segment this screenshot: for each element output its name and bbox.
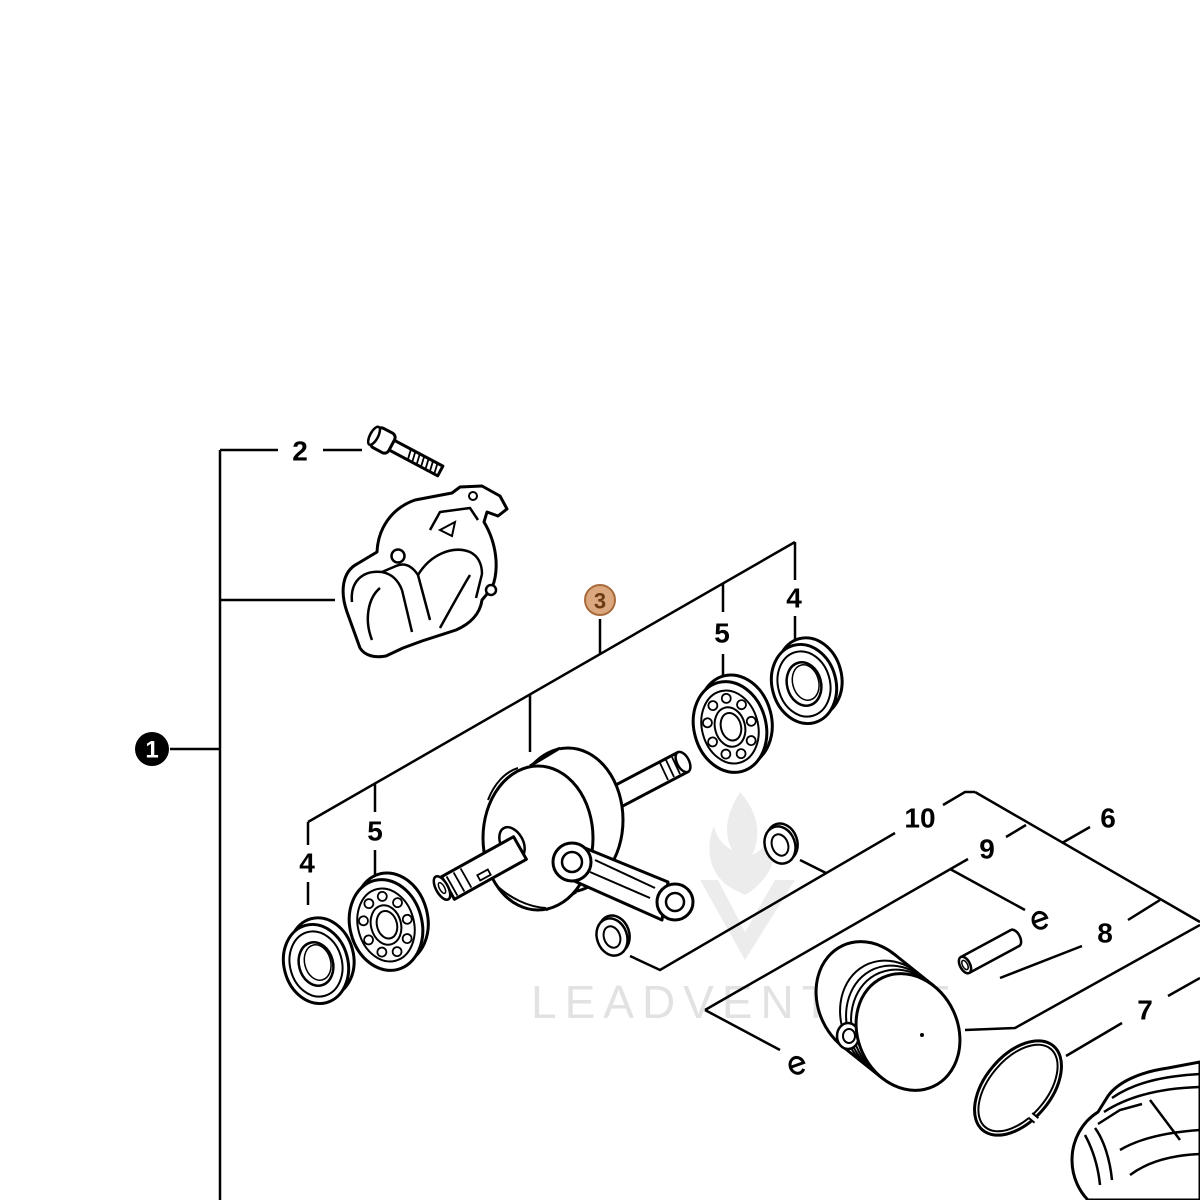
callout-9[interactable]: 9: [979, 834, 995, 865]
callout-8[interactable]: 8: [1097, 918, 1113, 949]
crankshaft-threads: [445, 867, 473, 897]
ball-bearing-lower: [347, 871, 430, 972]
leader-7-upper: [1167, 976, 1200, 998]
callout-4-lower[interactable]: 4: [299, 848, 315, 879]
callout-1[interactable]: 1: [135, 732, 169, 766]
callout-1-badge[interactable]: [135, 732, 169, 766]
callout-2[interactable]: 2: [292, 436, 308, 467]
callout-5-upper[interactable]: 5: [714, 618, 730, 649]
bearing-balls: [358, 890, 413, 958]
thrust-washer-lower: [595, 914, 631, 957]
crankshaft: [432, 746, 695, 922]
bracket-3-diagonal: [307, 540, 796, 824]
ball-bearing-upper: [691, 673, 774, 774]
crankshaft-splines: [659, 756, 681, 781]
circlip-lower: [788, 1055, 806, 1075]
leader-10-branch: [799, 858, 827, 875]
cylinder-partial: [1070, 1060, 1200, 1200]
circlip-upper: [1031, 910, 1049, 930]
callout-3-badge-selected[interactable]: [584, 584, 616, 616]
callout-1-label[interactable]: 1: [145, 737, 158, 764]
bearing-balls: [702, 692, 757, 760]
leader-lines: [170, 448, 1200, 1200]
leader-piston: [964, 923, 1200, 1032]
crankcase-half: [341, 484, 509, 659]
callout-4-upper[interactable]: 4: [786, 583, 802, 614]
crankcase-hole: [484, 583, 498, 597]
thrust-washer-upper: [763, 822, 799, 865]
callout-3[interactable]: 3: [584, 584, 616, 616]
cylinder-fins: [1083, 1072, 1200, 1186]
leader-10-top: [942, 790, 975, 807]
crankshaft-key: [476, 868, 492, 882]
callout-6[interactable]: 6: [1100, 803, 1116, 834]
piston-crown-mark: [920, 1033, 924, 1037]
leader-9-top: [1005, 823, 1027, 839]
leader-7-lower: [1065, 1021, 1123, 1058]
leader-8-upper: [1127, 898, 1161, 922]
crankcase-hole: [468, 491, 478, 501]
leader-9-diagonal: [704, 857, 969, 1012]
callout-10[interactable]: 10: [904, 803, 935, 834]
bolt-threads: [407, 449, 439, 474]
leader-9-branch-lower: [704, 1008, 781, 1052]
callout-3-label[interactable]: 3: [594, 589, 606, 614]
bracket-6: [974, 790, 1200, 924]
piston-ring: [973, 1039, 1063, 1137]
watermark-flame-icon: [709, 792, 775, 895]
leader-8-lower: [999, 944, 1083, 980]
oil-seal-upper: [769, 636, 844, 726]
watermark-v-icon: [700, 880, 795, 960]
leader-6: [1061, 825, 1091, 845]
leader-9-branch-upper: [949, 867, 1026, 912]
piston-pin: [957, 928, 1023, 975]
leader-10: [629, 831, 896, 972]
crankcase-hole: [390, 548, 406, 564]
piston: [814, 940, 962, 1092]
oil-seal-lower: [281, 916, 356, 1006]
crankcase-tab: [437, 520, 457, 538]
callout-7[interactable]: 7: [1137, 995, 1153, 1026]
callout-5-lower[interactable]: 5: [367, 816, 383, 847]
bolt: [366, 425, 445, 478]
